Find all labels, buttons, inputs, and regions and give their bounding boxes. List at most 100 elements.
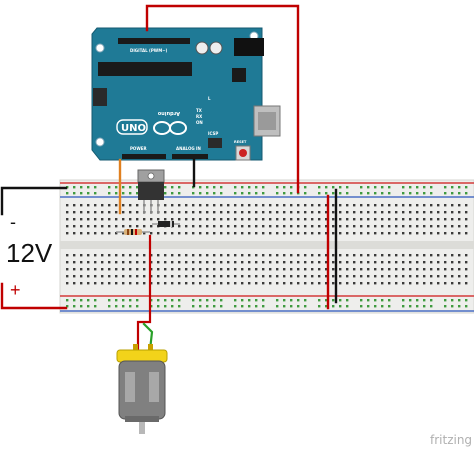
breadboard-hole	[192, 261, 195, 264]
breadboard-hole	[346, 305, 349, 308]
breadboard-hole	[325, 305, 328, 308]
breadboard-hole	[115, 192, 118, 195]
breadboard-hole	[213, 211, 216, 214]
breadboard-hole	[283, 232, 286, 235]
breadboard-hole	[227, 232, 230, 235]
breadboard-hole	[255, 282, 258, 285]
breadboard-hole	[395, 268, 398, 271]
breadboard-hole	[444, 232, 447, 235]
breadboard-hole	[353, 268, 356, 271]
breadboard-hole	[339, 204, 342, 207]
breadboard-hole	[276, 275, 279, 278]
breadboard-hole	[451, 282, 454, 285]
breadboard-hole	[290, 211, 293, 214]
breadboard-hole	[339, 232, 342, 235]
resistor-band	[131, 229, 133, 235]
arduino-infinity-logo	[153, 121, 187, 135]
breadboard-hole	[143, 218, 146, 221]
breadboard-hole	[80, 232, 83, 235]
breadboard-hole	[297, 225, 300, 228]
breadboard-hole	[465, 282, 468, 285]
breadboard-hole	[157, 232, 160, 235]
breadboard-hole	[311, 254, 314, 257]
breadboard-hole	[94, 192, 97, 195]
breadboard-hole	[297, 299, 300, 302]
breadboard-hole	[395, 254, 398, 257]
breadboard-hole	[437, 275, 440, 278]
breadboard-hole	[66, 275, 69, 278]
breadboard-hole	[290, 204, 293, 207]
breadboard-hole	[220, 232, 223, 235]
breadboard-hole	[150, 218, 153, 221]
breadboard-hole	[332, 232, 335, 235]
breadboard-hole	[80, 268, 83, 271]
breadboard-hole	[332, 268, 335, 271]
breadboard-hole	[388, 192, 391, 195]
capacitor	[209, 41, 223, 55]
breadboard-hole	[227, 254, 230, 257]
breadboard-hole	[360, 232, 363, 235]
breadboard-hole	[283, 204, 286, 207]
breadboard-hole	[402, 268, 405, 271]
breadboard-hole	[360, 268, 363, 271]
breadboard-hole	[374, 268, 377, 271]
breadboard-hole	[388, 299, 391, 302]
breadboard-hole	[115, 305, 118, 308]
breadboard-hole	[87, 275, 90, 278]
breadboard-hole	[276, 218, 279, 221]
breadboard-hole	[73, 282, 76, 285]
breadboard-hole	[367, 204, 370, 207]
breadboard-hole	[206, 305, 209, 308]
breadboard-hole	[178, 268, 181, 271]
breadboard-hole	[304, 225, 307, 228]
breadboard-hole	[136, 305, 139, 308]
breadboard-hole	[115, 261, 118, 264]
breadboard-hole	[444, 299, 447, 302]
breadboard-hole	[199, 204, 202, 207]
breadboard-hole	[290, 261, 293, 264]
breadboard-hole	[108, 254, 111, 257]
breadboard-hole	[374, 232, 377, 235]
breadboard-hole	[332, 186, 335, 189]
breadboard-hole	[178, 211, 181, 214]
breadboard-hole	[353, 254, 356, 257]
breadboard-hole	[255, 186, 258, 189]
arduino-pcb	[91, 27, 263, 161]
breadboard-hole	[465, 204, 468, 207]
breadboard-hole	[325, 282, 328, 285]
breadboard-hole	[381, 254, 384, 257]
breadboard-hole	[332, 254, 335, 257]
motor-window	[149, 372, 159, 402]
breadboard-hole	[108, 261, 111, 264]
breadboard-hole	[164, 232, 167, 235]
breadboard-hole	[402, 218, 405, 221]
breadboard-hole	[339, 211, 342, 214]
breadboard-hole	[220, 282, 223, 285]
breadboard-hole	[115, 254, 118, 257]
breadboard-hole	[458, 218, 461, 221]
breadboard-hole	[136, 268, 139, 271]
breadboard-hole	[234, 268, 237, 271]
breadboard-hole	[157, 218, 160, 221]
breadboard-hole	[122, 275, 125, 278]
breadboard-hole	[185, 275, 188, 278]
breadboard-hole	[87, 232, 90, 235]
breadboard-hole	[94, 186, 97, 189]
breadboard-hole	[409, 254, 412, 257]
breadboard-hole	[150, 254, 153, 257]
breadboard-hole	[325, 232, 328, 235]
breadboard-hole	[346, 254, 349, 257]
breadboard-hole	[234, 275, 237, 278]
breadboard-hole	[325, 261, 328, 264]
breadboard-hole	[185, 204, 188, 207]
breadboard-hole	[346, 204, 349, 207]
resistor-band	[135, 229, 137, 235]
breadboard-hole	[143, 232, 146, 235]
mount-hole	[95, 43, 105, 53]
breadboard-hole	[339, 268, 342, 271]
breadboard-hole	[262, 204, 265, 207]
breadboard-hole	[185, 232, 188, 235]
breadboard-hole	[346, 211, 349, 214]
breadboard-hole	[409, 186, 412, 189]
breadboard-hole	[220, 275, 223, 278]
